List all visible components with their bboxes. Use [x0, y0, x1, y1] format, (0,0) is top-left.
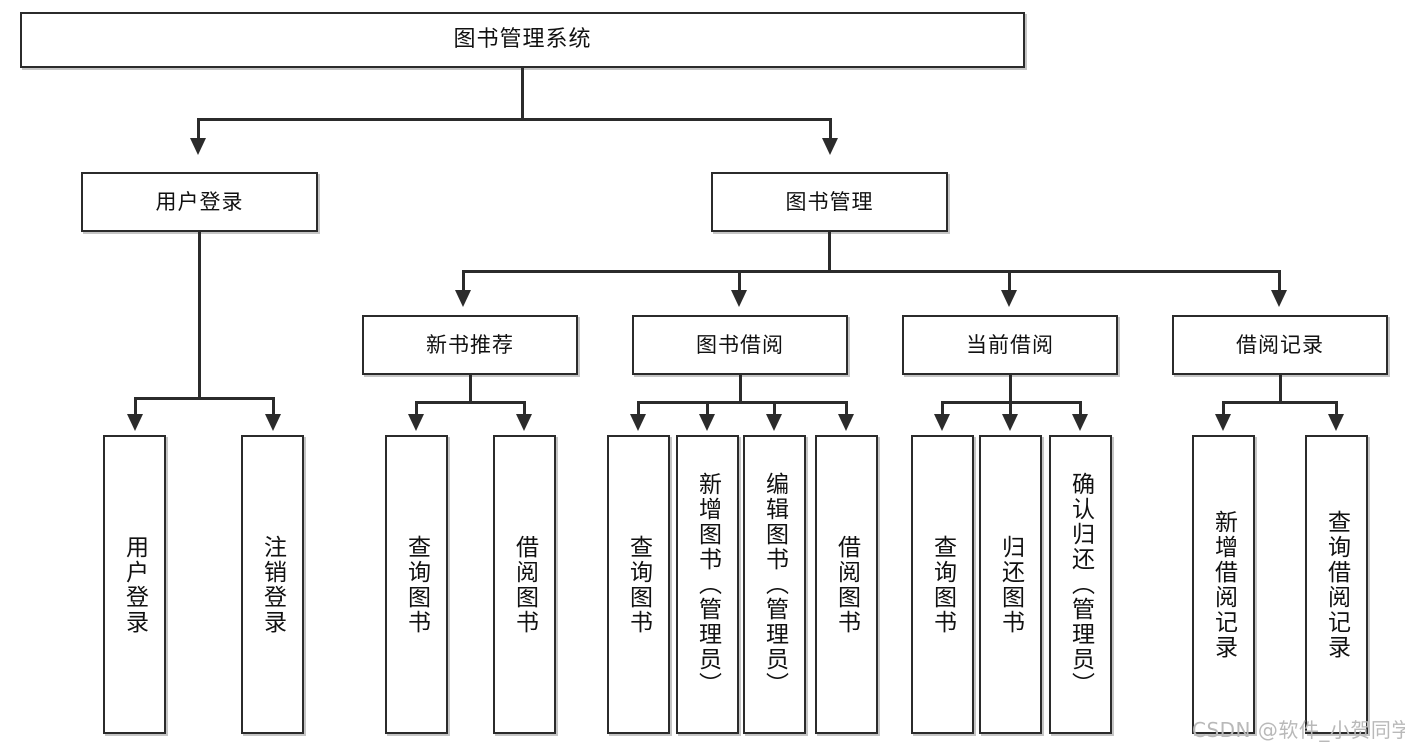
arrowhead-to-new-book	[455, 290, 471, 307]
edge-new-book-bus	[415, 401, 525, 404]
node-new-book-recommend[interactable]: 新书推荐	[362, 315, 578, 375]
node-label: 用户登录	[121, 534, 148, 635]
edge-level3-drop-4	[1278, 270, 1281, 292]
arrowhead-to-current-borrow	[1001, 290, 1017, 307]
edge-borrow-record-bus	[1222, 401, 1337, 404]
arrowhead-leaf-book-borrow-2	[699, 414, 715, 431]
node-label: 注销登录	[259, 534, 286, 635]
leaf-borrow-record-query[interactable]: 查询借阅记录	[1305, 435, 1368, 734]
edge-book-management-stem	[828, 232, 831, 272]
edge-new-book-drop-2	[523, 401, 526, 416]
node-label: 确认归还（管理员）	[1067, 472, 1094, 697]
edge-book-borrow-stem	[739, 375, 742, 403]
leaf-book-borrow-borrow[interactable]: 借阅图书	[815, 435, 878, 734]
edge-borrow-record-drop-2	[1335, 401, 1338, 416]
edge-user-login-drop-2	[272, 397, 275, 416]
leaf-new-book-query[interactable]: 查询图书	[385, 435, 448, 734]
edge-new-book-stem	[469, 375, 472, 403]
arrowhead-to-user-login	[190, 138, 206, 155]
node-label: 查询借阅记录	[1323, 509, 1350, 660]
edge-current-borrow-drop-3	[1079, 401, 1082, 416]
leaf-book-borrow-query[interactable]: 查询图书	[607, 435, 670, 734]
arrowhead-leaf-current-borrow-3	[1072, 414, 1088, 431]
leaf-new-book-borrow[interactable]: 借阅图书	[493, 435, 556, 734]
arrowhead-leaf-new-book-1	[408, 414, 424, 431]
edge-borrow-record-stem	[1279, 375, 1282, 403]
node-label: 图书管理	[785, 189, 874, 214]
leaf-book-borrow-edit[interactable]: 编辑图书（管理员）	[743, 435, 806, 734]
edge-level3-drop-2	[738, 270, 741, 292]
arrowhead-leaf-book-borrow-1	[630, 414, 646, 431]
node-label: 当前借阅	[966, 332, 1054, 357]
edge-borrow-record-drop-1	[1222, 401, 1225, 416]
edge-root-drop-left	[197, 118, 200, 140]
node-label: 借阅记录	[1236, 332, 1324, 357]
edge-level3-drop-1	[462, 270, 465, 292]
arrowhead-leaf-book-borrow-3	[766, 414, 782, 431]
leaf-current-borrow-return[interactable]: 归还图书	[979, 435, 1042, 734]
leaf-user-login[interactable]: 用户登录	[103, 435, 166, 734]
node-label: 新增图书（管理员）	[694, 472, 721, 697]
edge-root-stem	[521, 68, 524, 120]
arrowhead-to-book-management	[822, 138, 838, 155]
node-label: 查询图书	[403, 534, 430, 635]
arrowhead-leaf-borrow-record-2	[1328, 414, 1344, 431]
node-label: 编辑图书（管理员）	[761, 472, 788, 697]
edge-book-borrow-drop-3	[773, 401, 776, 416]
leaf-user-logout[interactable]: 注销登录	[241, 435, 304, 734]
edge-user-login-bus	[134, 397, 274, 400]
leaf-current-borrow-query[interactable]: 查询图书	[911, 435, 974, 734]
arrowhead-leaf-current-borrow-1	[934, 414, 950, 431]
edge-new-book-drop-1	[415, 401, 418, 416]
arrowhead-leaf-new-book-2	[516, 414, 532, 431]
arrowhead-leaf-user-login-2	[265, 414, 281, 431]
arrowhead-to-borrow-record	[1271, 290, 1287, 307]
node-label: 归还图书	[997, 534, 1024, 635]
edge-current-borrow-drop-1	[941, 401, 944, 416]
edge-current-borrow-stem	[1009, 375, 1012, 403]
edge-root-bus	[197, 118, 831, 121]
edge-current-borrow-drop-2	[1009, 401, 1012, 416]
edge-book-borrow-drop-4	[845, 401, 848, 416]
leaf-borrow-record-add[interactable]: 新增借阅记录	[1192, 435, 1255, 734]
node-book-borrow[interactable]: 图书借阅	[632, 315, 848, 375]
edge-user-login-stem	[198, 232, 201, 399]
edge-book-borrow-drop-1	[637, 401, 640, 416]
node-borrow-record[interactable]: 借阅记录	[1172, 315, 1388, 375]
node-label: 查询图书	[929, 534, 956, 635]
edge-root-drop-right	[829, 118, 832, 140]
arrowhead-leaf-user-login-1	[127, 414, 143, 431]
arrowhead-leaf-borrow-record-1	[1215, 414, 1231, 431]
node-label: 图书借阅	[696, 332, 784, 357]
node-label: 查询图书	[625, 534, 652, 635]
node-book-management[interactable]: 图书管理	[711, 172, 948, 232]
node-label: 借阅图书	[511, 534, 538, 635]
node-current-borrow[interactable]: 当前借阅	[902, 315, 1118, 375]
node-label: 图书管理系统	[453, 27, 592, 53]
node-user-login[interactable]: 用户登录	[81, 172, 318, 232]
edge-book-borrow-bus	[637, 401, 847, 404]
edge-user-login-drop-1	[134, 397, 137, 416]
node-label: 新增借阅记录	[1210, 509, 1237, 660]
arrowhead-to-book-borrow	[731, 290, 747, 307]
node-label: 借阅图书	[833, 534, 860, 635]
arrowhead-leaf-book-borrow-4	[838, 414, 854, 431]
node-book-management-system[interactable]: 图书管理系统	[20, 12, 1025, 68]
leaf-book-borrow-add[interactable]: 新增图书（管理员）	[676, 435, 739, 734]
edge-book-borrow-drop-2	[706, 401, 709, 416]
leaf-current-borrow-confirm[interactable]: 确认归还（管理员）	[1049, 435, 1112, 734]
edge-level3-bus	[462, 270, 1280, 273]
edge-level3-drop-3	[1008, 270, 1011, 292]
node-label: 用户登录	[155, 189, 244, 214]
arrowhead-leaf-current-borrow-2	[1002, 414, 1018, 431]
node-label: 新书推荐	[426, 332, 514, 357]
